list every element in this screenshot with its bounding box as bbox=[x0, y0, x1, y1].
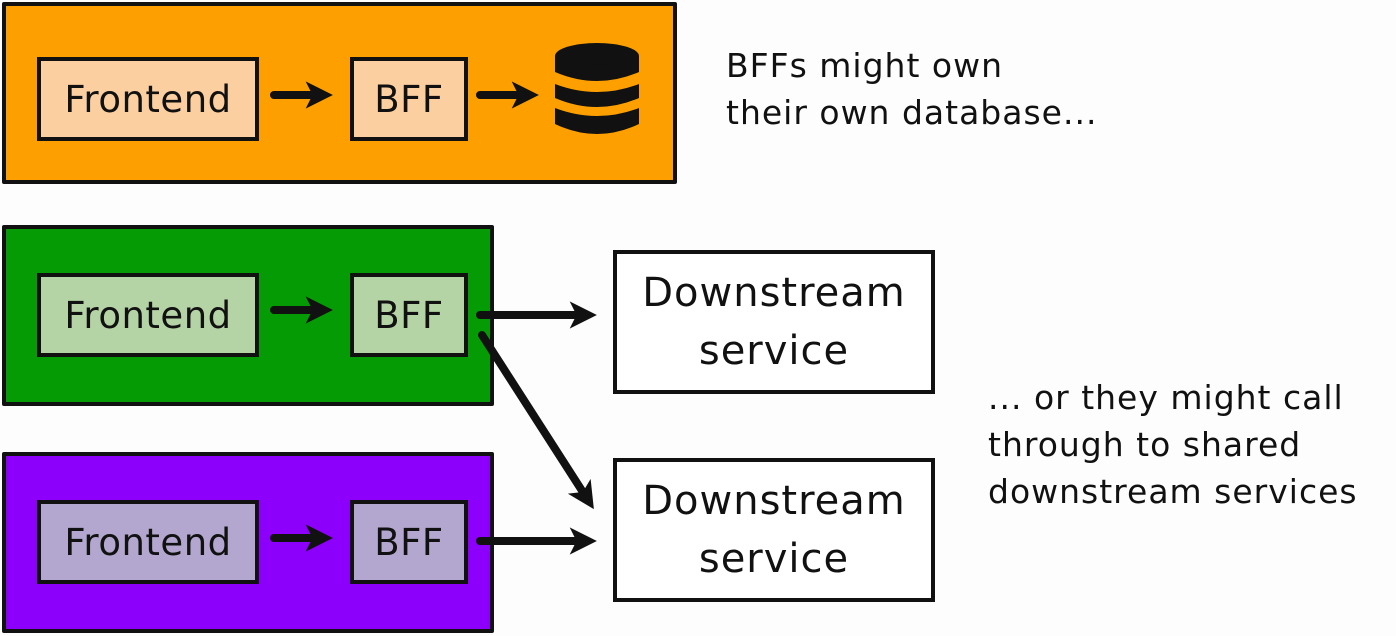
database-icon bbox=[555, 43, 639, 134]
purple-bff-group: Frontend BFF bbox=[2, 452, 494, 633]
frontend-label: Frontend bbox=[64, 520, 232, 564]
note-line: ... or they might call bbox=[988, 378, 1344, 417]
note-line: through to shared bbox=[988, 425, 1302, 464]
bff-to-service2-arrow bbox=[478, 331, 594, 510]
frontend-node: Frontend bbox=[37, 500, 259, 584]
frontend-label: Frontend bbox=[64, 77, 232, 121]
note-line: downstream services bbox=[988, 472, 1358, 511]
bff-label: BFF bbox=[374, 77, 444, 121]
bff-node: BFF bbox=[350, 57, 468, 141]
service-label-line2: service bbox=[698, 536, 850, 582]
bff-node: BFF bbox=[350, 273, 468, 357]
frontend-label: Frontend bbox=[64, 293, 232, 337]
bff-label: BFF bbox=[374, 520, 444, 564]
service-label-line2: service bbox=[698, 328, 850, 374]
frontend-node: Frontend bbox=[37, 273, 259, 357]
note-line: their own database... bbox=[726, 93, 1098, 132]
service-label-line1: Downstream bbox=[642, 478, 906, 524]
note-line: BFFs might own bbox=[726, 46, 1003, 85]
downstream-service-box: Downstream service bbox=[613, 458, 935, 602]
bff-label: BFF bbox=[374, 293, 444, 337]
shared-services-note: ... or they might call through to shared… bbox=[988, 374, 1358, 515]
frontend-node: Frontend bbox=[37, 57, 259, 141]
service-label-line1: Downstream bbox=[642, 270, 906, 316]
database-note: BFFs might own their own database... bbox=[726, 42, 1097, 136]
downstream-service-box: Downstream service bbox=[613, 250, 935, 394]
green-bff-group: Frontend BFF bbox=[2, 225, 494, 406]
bff-node: BFF bbox=[350, 500, 468, 584]
